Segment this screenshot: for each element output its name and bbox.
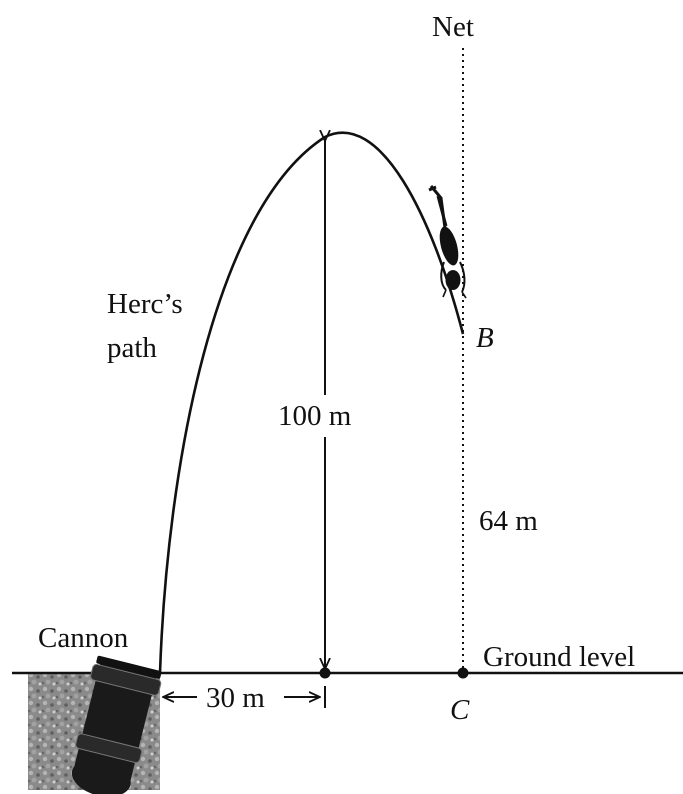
point-c xyxy=(457,667,469,679)
point-b-label: B xyxy=(476,322,494,354)
path-label-line2: path xyxy=(107,332,157,364)
horizontal-label: 30 m xyxy=(206,682,265,714)
height-label-gap xyxy=(270,395,380,437)
point-c-label: C xyxy=(450,694,470,726)
cannon-icon xyxy=(71,655,162,794)
height-label: 100 m xyxy=(278,400,352,432)
apex-base-point xyxy=(319,667,331,679)
trajectory-path xyxy=(158,131,465,674)
path-label-line1: Herc’s xyxy=(107,288,183,320)
performer-figure-icon xyxy=(428,185,467,299)
net-height-label: 64 m xyxy=(479,505,538,537)
net-label: Net xyxy=(432,11,474,43)
ground-label: Ground level xyxy=(483,641,635,673)
cannon-label: Cannon xyxy=(38,622,129,654)
